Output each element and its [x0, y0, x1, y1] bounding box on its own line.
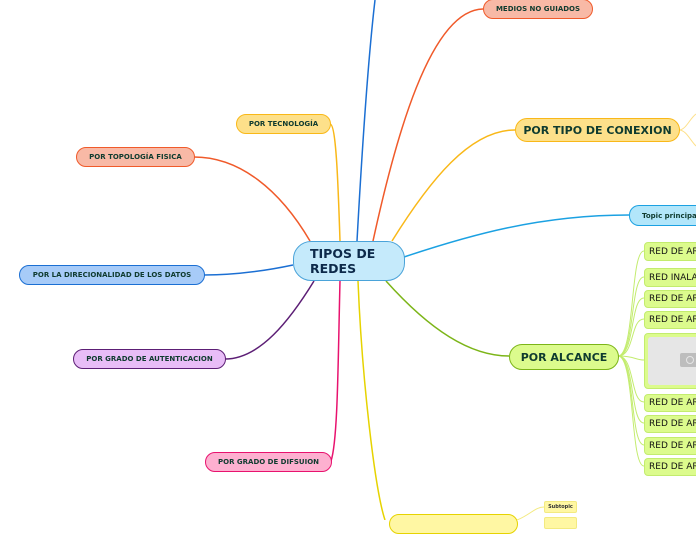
camera-icon [680, 353, 696, 367]
topic-label: POR GRADO DE DIFSUION [217, 458, 320, 466]
connector-lines [193, 0, 696, 520]
leaf-label: RED DE AR [649, 315, 696, 325]
central-topic[interactable]: TIPOS DE REDES [293, 241, 405, 281]
topic-por-direcionalidad[interactable]: POR LA DIRECIONALIDAD DE LOS DATOS [19, 265, 205, 285]
alcance-child[interactable]: RED DE AR [644, 437, 696, 455]
leaf-label: RED DE AR [649, 294, 696, 304]
alcance-child[interactable]: RED DE AR [644, 458, 696, 476]
alcance-child[interactable]: RED DE AR [644, 311, 696, 329]
topic-por-tecnologia[interactable]: POR TECNOLOGÍA [236, 114, 331, 134]
alcance-child[interactable]: RED INALA [644, 268, 696, 287]
topic-label: POR TOPOLOGÍA FISICA [89, 153, 182, 161]
topic-por-topologia-fisica[interactable]: POR TOPOLOGÍA FISICA [76, 147, 195, 167]
alcance-child[interactable]: RED DE AR [644, 242, 696, 261]
leaf-label: RED DE AR [649, 398, 696, 408]
subtopic[interactable]: Subtopic [544, 501, 577, 513]
alcance-child[interactable]: RED DE AR [644, 415, 696, 433]
topic-por-alcance[interactable]: POR ALCANCE [509, 344, 619, 370]
leaf-label: RED DE AR [649, 419, 696, 429]
leaf-label: RED DE AR [649, 441, 696, 451]
image-placeholder [648, 337, 696, 385]
leaf-label: RED DE AR [649, 462, 696, 472]
topic-label: POR LA DIRECIONALIDAD DE LOS DATOS [32, 271, 192, 279]
topic-label: POR ALCANCE [520, 350, 608, 364]
topic-por-tipo-de-conexion[interactable]: POR TIPO DE CONEXION [515, 118, 680, 142]
topic-bottom-yellow[interactable] [389, 514, 518, 534]
subtopic[interactable] [544, 517, 577, 529]
topic-label: POR TIPO DE CONEXION [523, 123, 672, 137]
topic-principal[interactable]: Topic principal [629, 205, 696, 226]
alcance-child[interactable]: RED DE AR [644, 394, 696, 412]
topic-label: MEDIOS NO GUIADOS [495, 5, 581, 13]
alcance-image-node[interactable] [644, 333, 696, 389]
topic-por-grado-autenticacion[interactable]: POR GRADO DE AUTENTICACION [73, 349, 226, 369]
topic-label: POR TECNOLOGÍA [248, 120, 319, 128]
central-topic-label: TIPOS DE REDES [310, 246, 376, 276]
topic-label: POR GRADO DE AUTENTICACION [86, 355, 213, 363]
alcance-child[interactable]: RED DE AR [644, 290, 696, 308]
topic-por-grado-difsuion[interactable]: POR GRADO DE DIFSUION [205, 452, 332, 472]
topic-medios-no-guiados[interactable]: MEDIOS NO GUIADOS [483, 0, 593, 19]
subtopic-label: Subtopic [548, 504, 573, 510]
topic-label: Topic principal [642, 211, 696, 220]
leaf-label: RED DE AR [649, 246, 696, 257]
leaf-label: RED INALA [649, 272, 696, 283]
